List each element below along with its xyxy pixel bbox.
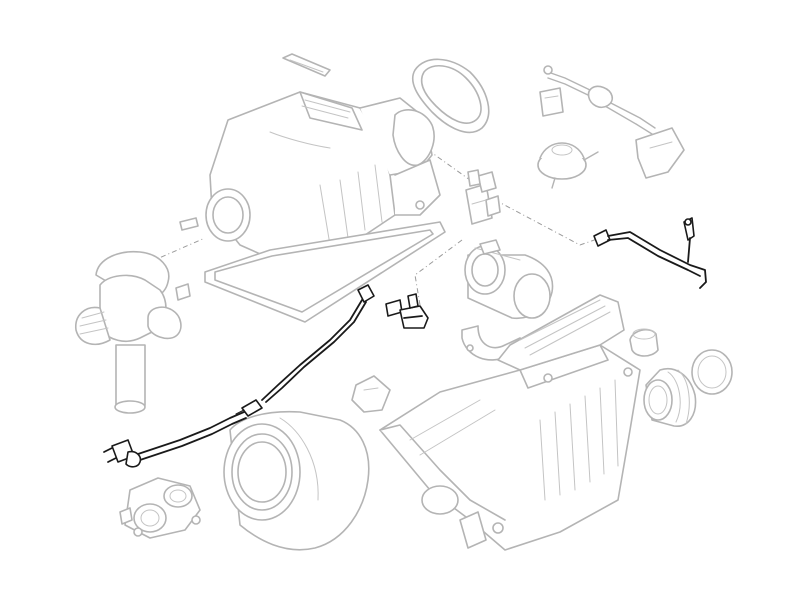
vacuum-actuator: [537, 142, 599, 189]
throttle-adapter: [119, 477, 201, 539]
rubber-grommet: [629, 328, 659, 357]
air-intake-housing-upper: [179, 91, 441, 275]
sensor-cable-right: [593, 217, 707, 289]
housing-gasket: [282, 53, 331, 77]
wiring-harness-bracket: [539, 65, 685, 179]
air-cleaner-housing-lower: [379, 294, 641, 551]
sealing-ring-round: [691, 349, 733, 395]
intake-boot: [643, 368, 697, 427]
inlet-bellows-elbow: [75, 250, 191, 414]
air-mass-meter: [464, 239, 554, 319]
clip-holder: [351, 375, 391, 413]
temperature-sensor-connector: [385, 293, 429, 329]
air-filter-element: [223, 410, 370, 551]
solenoid-valve: [465, 169, 501, 225]
intake-sealing-ring: [411, 58, 490, 134]
sensor-cable-left: [103, 284, 375, 468]
leader-lines: [149, 149, 601, 306]
housing-seal-frame: [204, 221, 446, 323]
